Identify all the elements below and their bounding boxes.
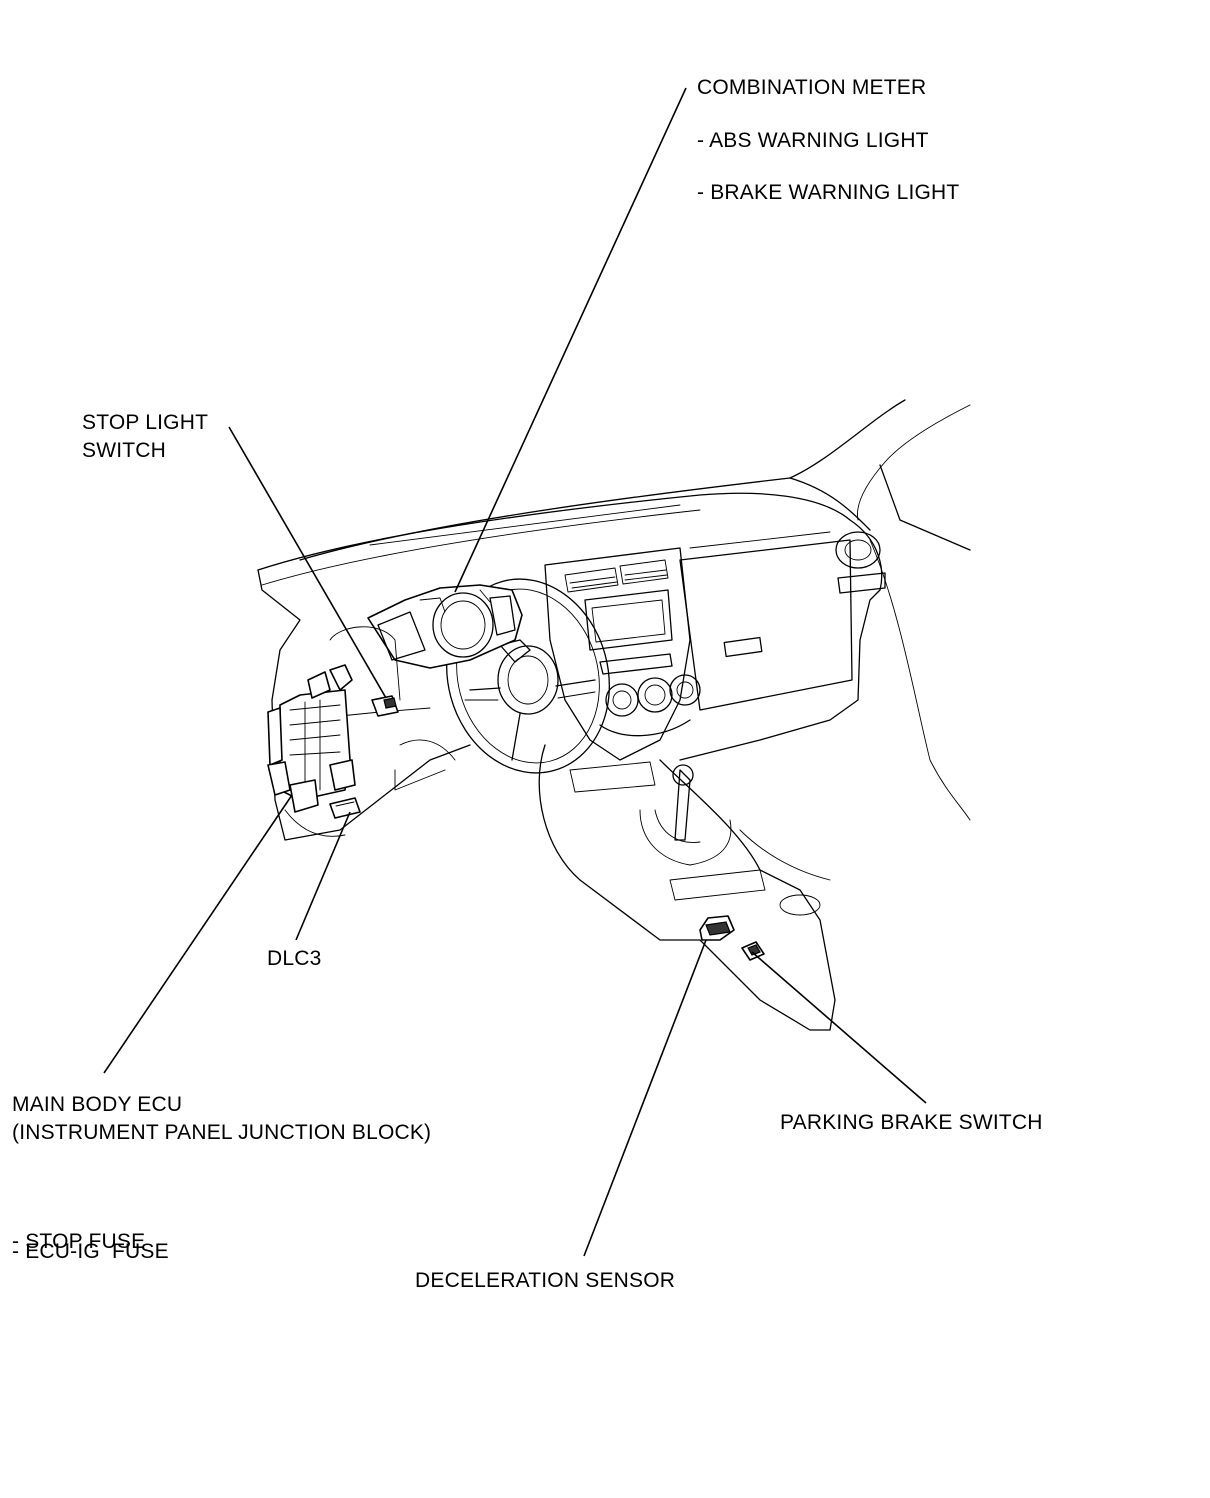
label-ecu-ig-fuse: - ECU-IG FUSE <box>12 1182 169 1294</box>
label-line: STOP LIGHT <box>82 411 209 434</box>
combination-meter-drawing <box>367 584 523 669</box>
dashboard-outline <box>257 492 886 761</box>
label-stop-fuse: - STOP FUSE <box>12 1228 145 1256</box>
label-dlc3: DLC3 <box>267 945 322 973</box>
leader-stop-light-switch <box>228 426 387 699</box>
label-abs-warning-light: - ABS WARNING LIGHT <box>697 127 929 155</box>
label-title: PARKING BRAKE SWITCH <box>780 1111 1043 1134</box>
deceleration-sensor-drawing <box>699 915 735 941</box>
label-deceleration-sensor: DECELERATION SENSOR <box>415 1267 675 1295</box>
label-title: COMBINATION METER <box>697 76 927 99</box>
label-title: DECELERATION SENSOR <box>415 1269 676 1292</box>
leader-deceleration-sensor <box>583 939 707 1257</box>
label-brake-warning-light: - BRAKE WARNING LIGHT <box>697 179 959 207</box>
leader-main-body-ecu <box>103 794 293 1074</box>
label-main-body-ecu: MAIN BODY ECU (INSTRUMENT PANEL JUNCTION… <box>12 1091 431 1147</box>
dlc3-drawing <box>329 797 361 819</box>
label-title: DLC3 <box>267 947 322 970</box>
center-console <box>538 744 836 1031</box>
label-stop-light-switch: STOP LIGHT SWITCH <box>82 409 208 465</box>
label-item: - ECU-IG FUSE <box>12 1240 169 1263</box>
label-line: MAIN BODY ECU <box>12 1093 183 1116</box>
leader-parking-brake-switch <box>751 951 927 1104</box>
leader-combination-meter <box>454 87 687 593</box>
center-stack <box>544 547 701 761</box>
stop-light-switch-drawing <box>371 695 399 717</box>
label-combination-meter: COMBINATION METER <box>697 74 926 102</box>
leader-dlc3 <box>295 811 351 941</box>
label-line: (INSTRUMENT PANEL JUNCTION BLOCK) <box>12 1121 432 1144</box>
junction-block-drawing <box>267 664 356 813</box>
label-parking-brake-switch: PARKING BRAKE SWITCH <box>780 1109 1043 1137</box>
label-line: SWITCH <box>82 439 167 462</box>
label-item: - ABS WARNING LIGHT <box>697 129 929 152</box>
label-item: - STOP FUSE <box>12 1230 146 1253</box>
label-item: - BRAKE WARNING LIGHT <box>697 181 960 204</box>
parking-brake-switch-drawing <box>741 941 765 961</box>
